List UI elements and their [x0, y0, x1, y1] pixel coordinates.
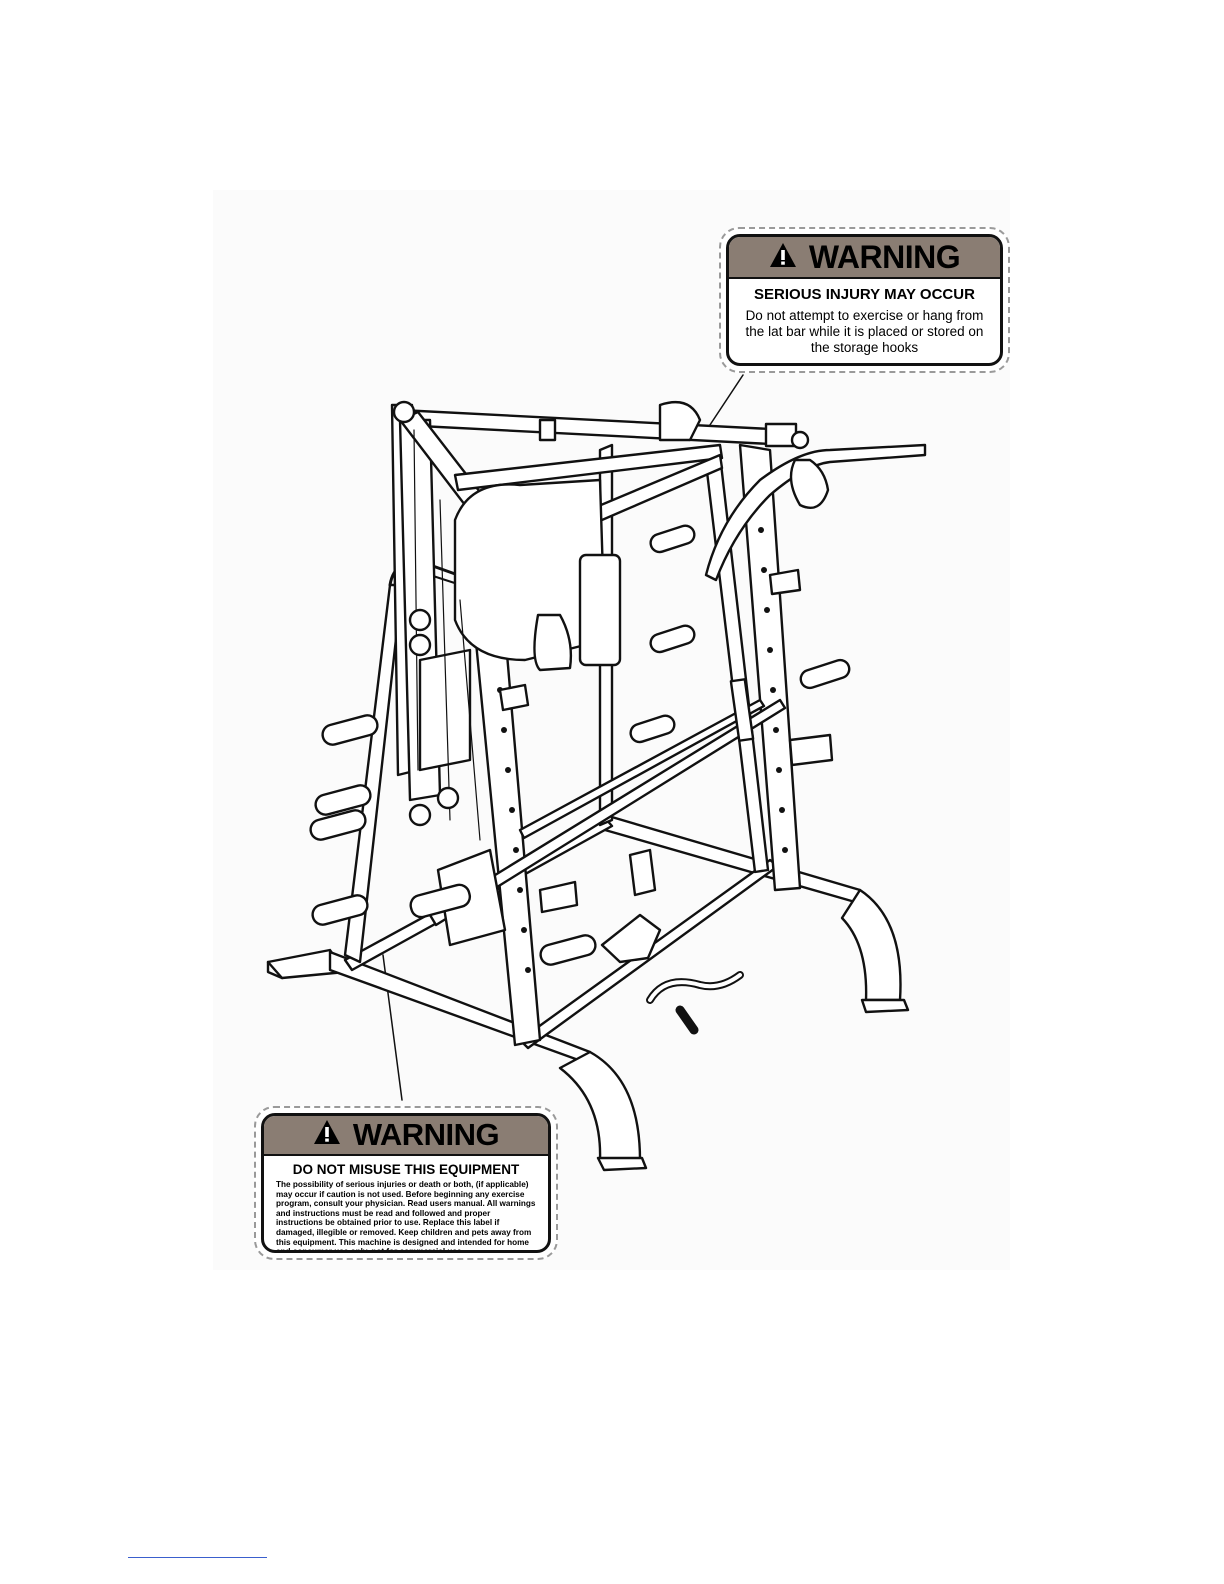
warning-label-lat-bar: WARNING SERIOUS INJURY MAY OCCUR Do not …	[719, 227, 1010, 373]
warning-heading: WARNING	[808, 238, 961, 275]
warning-body: The possibility of serious injuries or d…	[276, 1180, 536, 1253]
warning-subheading: DO NOT MISUSE THIS EQUIPMENT	[292, 1162, 520, 1177]
warning-body: Do not attempt to exercise or hang from …	[745, 308, 984, 355]
warning-header: WARNING	[729, 237, 1000, 279]
warning-label-misuse: WARNING DO NOT MISUSE THIS EQUIPMENT The…	[254, 1106, 558, 1260]
warning-heading: WARNING	[352, 1117, 500, 1152]
warning-label-frame: WARNING SERIOUS INJURY MAY OCCUR Do not …	[726, 234, 1003, 366]
warning-label-frame: WARNING DO NOT MISUSE THIS EQUIPMENT The…	[261, 1113, 551, 1253]
warning-header: WARNING	[264, 1116, 548, 1156]
footnote-divider	[128, 1557, 267, 1558]
warning-subheading: SERIOUS INJURY MAY OCCUR	[754, 286, 975, 303]
warning-triangle-icon	[313, 1117, 341, 1153]
warning-triangle-icon	[769, 239, 797, 276]
